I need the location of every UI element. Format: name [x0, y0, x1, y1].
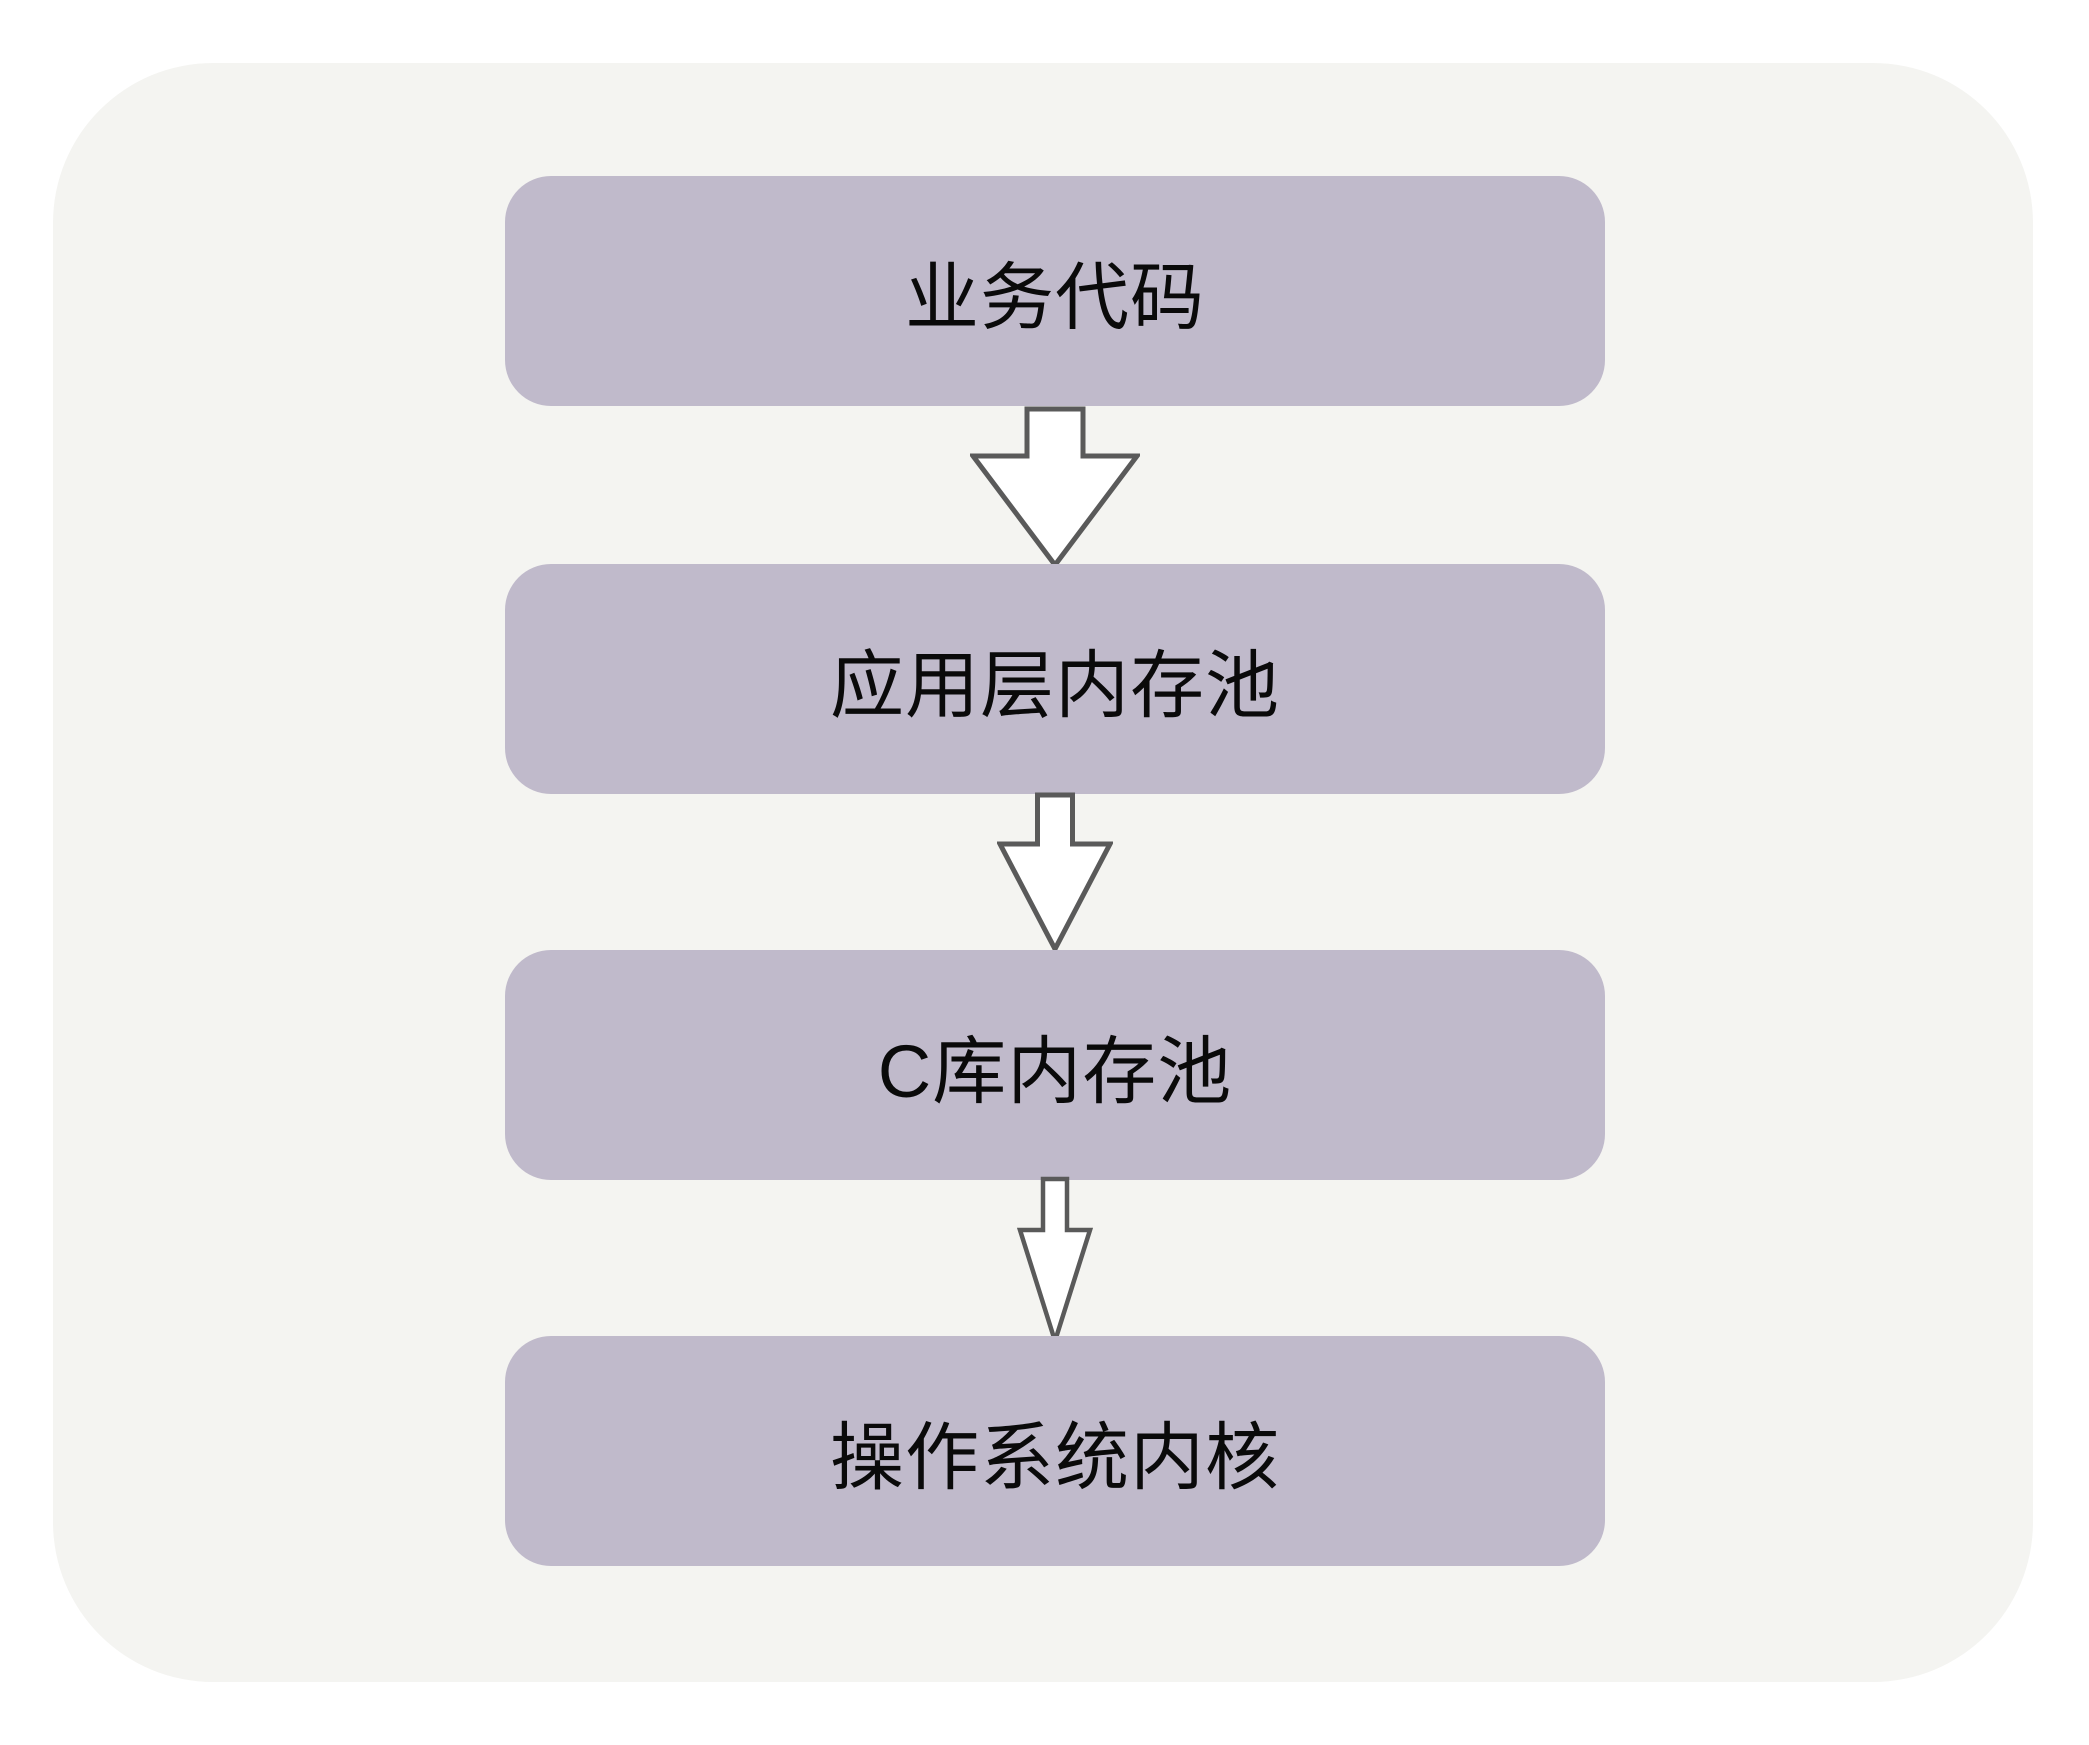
- arrow-down-shape: [1017, 1176, 1093, 1344]
- flow-node-app-layer-memory-pool: 应用层内存池: [505, 564, 1605, 794]
- flow-node-c-library-memory-pool: C库内存池: [505, 950, 1605, 1180]
- arrow-down-icon: [997, 792, 1113, 952]
- flow-node-os-kernel: 操作系统内核: [505, 1336, 1605, 1566]
- arrow-down-shape: [970, 406, 1140, 568]
- arrow-down-icon: [1017, 1176, 1093, 1344]
- node-label-business-code: 业务代码: [905, 255, 1205, 339]
- node-label-c-library-memory-pool: C库内存池: [877, 1029, 1233, 1113]
- flow-node-business-code: 业务代码: [505, 176, 1605, 406]
- node-label-app-layer-memory-pool: 应用层内存池: [830, 643, 1280, 727]
- arrow-down-shape: [997, 792, 1113, 952]
- node-label-os-kernel: 操作系统内核: [830, 1415, 1280, 1499]
- arrow-down-icon: [970, 406, 1140, 568]
